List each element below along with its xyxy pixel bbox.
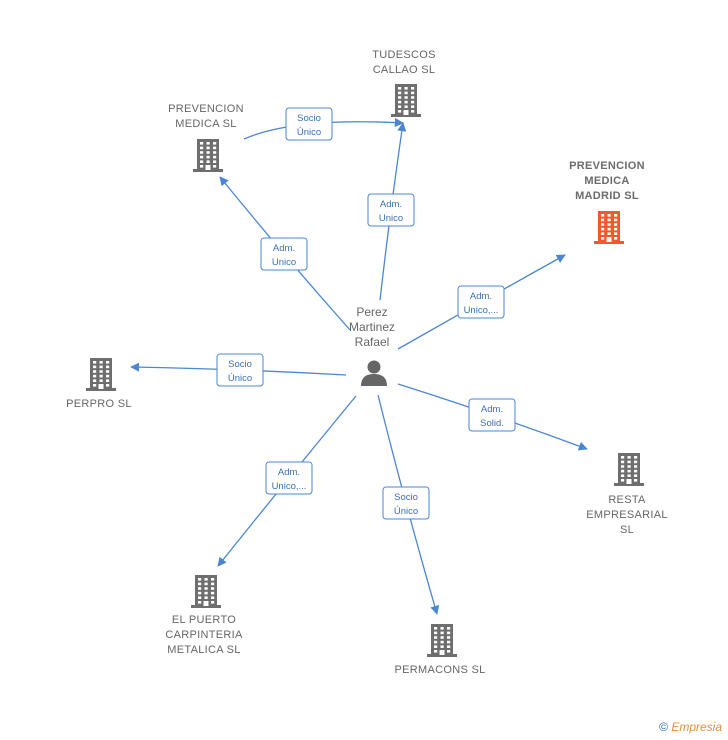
brand-logo-text: Empresia — [671, 720, 722, 734]
person-name-label: Rafael — [355, 335, 390, 349]
edge-label-text: Unico,... — [464, 305, 499, 316]
company-node-prevencion-medica[interactable]: PREVENCION MEDICA SL — [168, 103, 244, 172]
company-name-label: EMPRESARIAL — [586, 509, 668, 521]
company-name-label: MADRID SL — [575, 190, 639, 202]
edge-label-center-to-resta[interactable]: Adm. Solid. — [468, 398, 516, 432]
edge-label-center-to-prevencion-madrid[interactable]: Adm. Unico,... — [457, 285, 505, 319]
edge-label-text: Socio — [228, 359, 252, 370]
edges-layer — [130, 118, 588, 615]
edge-label-center-to-prevencion-medica[interactable]: Adm. Unico — [260, 237, 308, 271]
company-name-label: MEDICA — [584, 175, 629, 187]
edge-label-box — [260, 237, 308, 271]
building-icon — [391, 84, 421, 117]
company-name-label: EL PUERTO — [172, 614, 236, 626]
edge-label-text: Socio — [394, 492, 418, 503]
edge-label-text: Adm. — [273, 243, 295, 254]
company-name-label: MEDICA SL — [175, 118, 236, 130]
company-name-label: CARPINTERIA — [165, 629, 243, 641]
edge-label-center-to-tudescos[interactable]: Adm. Unico — [367, 193, 415, 227]
edge-label-text: Adm. — [481, 404, 503, 415]
edge-label-box — [382, 486, 430, 520]
building-icon — [427, 624, 457, 657]
company-node-permacons[interactable]: PERMACONS SL — [394, 624, 485, 676]
company-name-label: PERMACONS SL — [394, 664, 485, 676]
person-name-label: Martinez — [349, 320, 395, 334]
edge-label-text: Adm. — [470, 291, 492, 302]
company-name-label: CALLAO SL — [373, 64, 436, 76]
person-icon — [361, 360, 387, 386]
company-node-tudescos[interactable]: TUDESCOS CALLAO SL — [372, 49, 436, 117]
edge-label-text: Solid. — [480, 418, 504, 429]
company-node-el-puerto[interactable]: EL PUERTO CARPINTERIA METALICA SL — [165, 575, 243, 656]
company-node-perpro[interactable]: PERPRO SL — [66, 358, 132, 410]
edge-label-box — [457, 285, 505, 319]
edge-label-text: Único — [394, 506, 418, 517]
copyright-symbol: © — [659, 720, 668, 734]
edge-label-text: Adm. — [380, 199, 402, 210]
building-icon — [594, 211, 624, 244]
building-icon — [86, 358, 116, 391]
edge-label-box — [285, 107, 333, 141]
company-name-label: PREVENCION — [168, 103, 244, 115]
building-icon — [193, 139, 223, 172]
edge-label-text: Unico — [379, 213, 403, 224]
company-name-label: PREVENCION — [569, 160, 645, 172]
company-name-label: RESTA — [608, 494, 646, 506]
person-name-label: Perez — [356, 305, 387, 319]
edge-label-box — [367, 193, 415, 227]
building-icon — [191, 575, 221, 608]
edge-label-text: Unico,... — [272, 481, 307, 492]
edge-label-text: Único — [297, 127, 321, 138]
edge-labels-layer: Adm.UnicoAdm.UnicoSocioÚnicoAdm.Unico,..… — [216, 107, 516, 520]
edge-label-box — [468, 398, 516, 432]
edge-label-center-to-el-puerto[interactable]: Adm. Unico,... — [265, 461, 313, 495]
edge-label-text: Unico — [272, 257, 296, 268]
edge-label-box — [216, 353, 264, 387]
footer-credit: © Empresia — [659, 720, 722, 734]
company-name-label: PERPRO SL — [66, 398, 132, 410]
company-name-label: SL — [620, 524, 634, 536]
building-icon — [614, 453, 644, 486]
edge-label-text: Adm. — [278, 467, 300, 478]
company-node-prevencion-madrid[interactable]: PREVENCION MEDICA MADRID SL — [569, 160, 645, 244]
company-node-resta[interactable]: RESTA EMPRESARIAL SL — [586, 453, 668, 536]
edge-label-text: Socio — [297, 113, 321, 124]
edge-label-text: Único — [228, 373, 252, 384]
company-name-label: METALICA SL — [167, 644, 240, 656]
company-name-label: TUDESCOS — [372, 49, 436, 61]
edge-label-box — [265, 461, 313, 495]
